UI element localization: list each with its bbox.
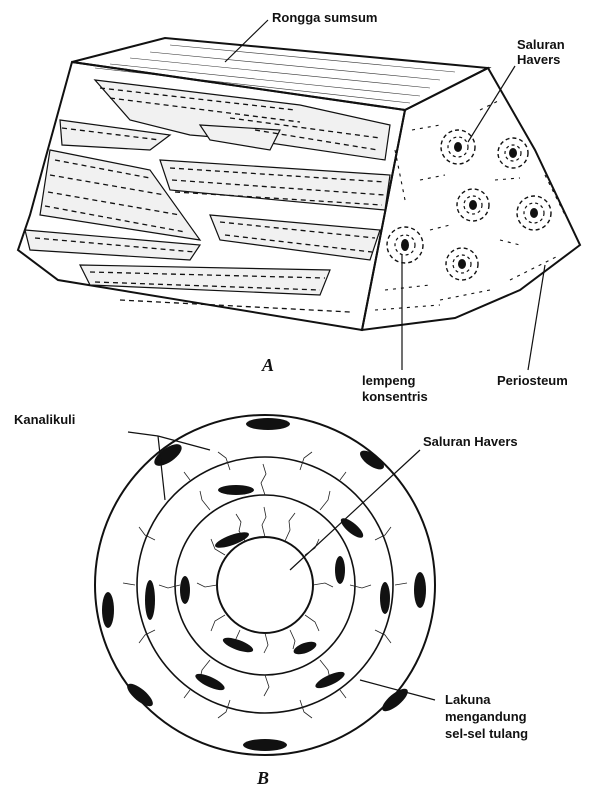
lamellae-bands	[25, 80, 390, 295]
haversian-canal	[446, 248, 478, 280]
figure-b-osteon	[95, 415, 435, 755]
haversian-canal	[517, 196, 551, 230]
haversian-canal	[387, 227, 423, 263]
caption-b: B	[256, 768, 269, 788]
haversian-canal-center	[217, 537, 313, 633]
label-saluran-havers-b: Saluran Havers	[423, 434, 518, 449]
label-lempeng-line2: konsentris	[362, 389, 428, 404]
label-kanalikuli: Kanalikuli	[14, 412, 75, 427]
haversian-canal	[498, 138, 528, 168]
label-rongga-sumsum: Rongga sumsum	[272, 10, 377, 25]
label-lakuna-line2: mengandung	[445, 709, 527, 724]
label-saluran-havers-a-line2: Havers	[517, 52, 560, 67]
cross-section-face	[362, 68, 580, 330]
figure-a-bone-block	[18, 20, 580, 370]
haversian-canal	[457, 189, 489, 221]
caption-a: A	[261, 355, 274, 375]
label-saluran-havers-a-line1: Saluran	[517, 37, 565, 52]
label-periosteum: Periosteum	[497, 373, 568, 388]
label-lakuna-line3: sel-sel tulang	[445, 726, 528, 741]
label-lakuna-line1: Lakuna	[445, 692, 491, 707]
label-lempeng-line1: lempeng	[362, 373, 416, 388]
haversian-canal	[441, 130, 475, 164]
